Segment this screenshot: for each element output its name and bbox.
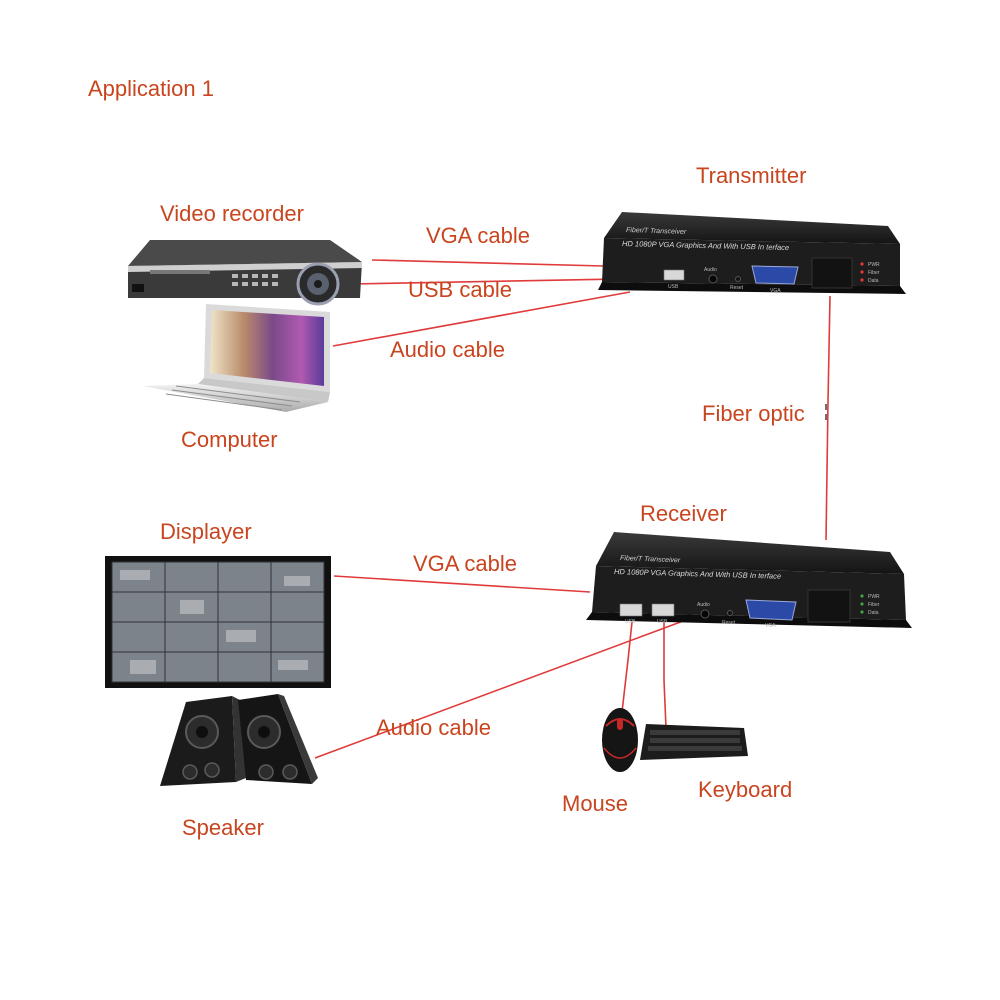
- receiver-led-data: [860, 610, 864, 614]
- speaker-label: Speaker: [182, 815, 264, 840]
- receiver-led-pwr-label: PWR: [868, 594, 880, 600]
- transmitter-vga-port-label: VGA: [770, 288, 781, 294]
- transmitter-fiber-port: [811, 257, 853, 289]
- receiver-audio-jack: [700, 609, 710, 619]
- receiver-led-fiber-label: Fiber: [868, 602, 880, 608]
- receiver-reset-button: [727, 610, 733, 616]
- transmitter-led-fiber-label: Fiber: [868, 270, 880, 276]
- mouse-cable-line: [621, 621, 633, 713]
- transmitter-usb-port: [663, 269, 685, 281]
- cables: [314, 259, 831, 759]
- transmitter-usb-port-label: USB: [668, 284, 679, 290]
- receiver-led-fiber: [860, 602, 864, 606]
- mouse-label: Mouse: [562, 791, 629, 816]
- tx-usb-cable-label: USB cable: [408, 277, 512, 302]
- displayer-image: [105, 556, 331, 688]
- fiber-optic-label: Fiber optic: [702, 401, 805, 426]
- keyboard-cable-line: [663, 622, 667, 729]
- transmitter-vga-port: [751, 265, 799, 285]
- receiver-usb-port-1-label: USB: [625, 619, 636, 625]
- receiver-usb-port-1: [619, 603, 643, 617]
- computer-label: Computer: [181, 427, 278, 452]
- transmitter-reset-button: [735, 276, 741, 282]
- receiver-label: Receiver: [640, 501, 727, 526]
- receiver-vga-port: [745, 599, 797, 621]
- receiver-fiber-port: [807, 589, 851, 623]
- transmitter-audio-port-label: Audio: [704, 267, 717, 273]
- receiver-led-data-label: Data: [868, 610, 879, 616]
- tx-vga-cable-line: [371, 259, 605, 267]
- receiver-reset-port-label: Reset: [722, 620, 736, 626]
- diagram-title: Application 1: [88, 76, 214, 101]
- tx-vga-cable-label: VGA cable: [426, 223, 530, 248]
- receiver-usb-port-2: [651, 603, 675, 617]
- transmitter-subtitle-text: HD 1080P VGA Graphics And With USB In te…: [622, 239, 789, 252]
- transmitter-reset-port-label: Reset: [730, 285, 744, 291]
- receiver-brand-text: Fiber/T Transceiver: [620, 555, 681, 564]
- transmitter-led-data-label: Data: [868, 278, 879, 284]
- keyboard-label: Keyboard: [698, 777, 793, 802]
- transmitter-device: Fiber/T Transceiver HD 1080P VGA Graphic…: [598, 212, 906, 294]
- transmitter-led-pwr: [860, 262, 864, 266]
- receiver-usb-port-2-label: USB: [657, 619, 668, 625]
- keyboard-image: [640, 724, 748, 760]
- speaker-image: [160, 694, 318, 786]
- tx-audio-cable-line: [332, 291, 631, 347]
- transmitter-led-pwr-label: PWR: [868, 262, 880, 268]
- computer-image: [142, 304, 330, 412]
- tx-audio-cable-label: Audio cable: [390, 337, 505, 362]
- transmitter-led-data: [860, 278, 864, 282]
- receiver-device: Fiber/T Transceiver HD 1080P VGA Graphic…: [586, 532, 912, 629]
- video-recorder-label: Video recorder: [160, 201, 304, 226]
- rx-audio-cable-label: Audio cable: [376, 715, 491, 740]
- receiver-vga-port-label: VGA: [765, 623, 776, 629]
- transmitter-brand-text: Fiber/T Transceiver: [626, 227, 687, 236]
- rx-audio-cable-line: [314, 613, 703, 759]
- rx-vga-cable-label: VGA cable: [413, 551, 517, 576]
- mouse-image: [602, 708, 638, 772]
- fiber-optic-line: [825, 295, 831, 541]
- video-recorder-image: [128, 240, 362, 306]
- displayer-label: Displayer: [160, 519, 252, 544]
- transmitter-led-fiber: [860, 270, 864, 274]
- transmitter-label: Transmitter: [696, 163, 807, 188]
- rx-vga-cable-line: [333, 575, 591, 593]
- transmitter-audio-jack: [708, 274, 718, 284]
- receiver-led-pwr: [860, 594, 864, 598]
- receiver-audio-port-label: Audio: [697, 602, 710, 608]
